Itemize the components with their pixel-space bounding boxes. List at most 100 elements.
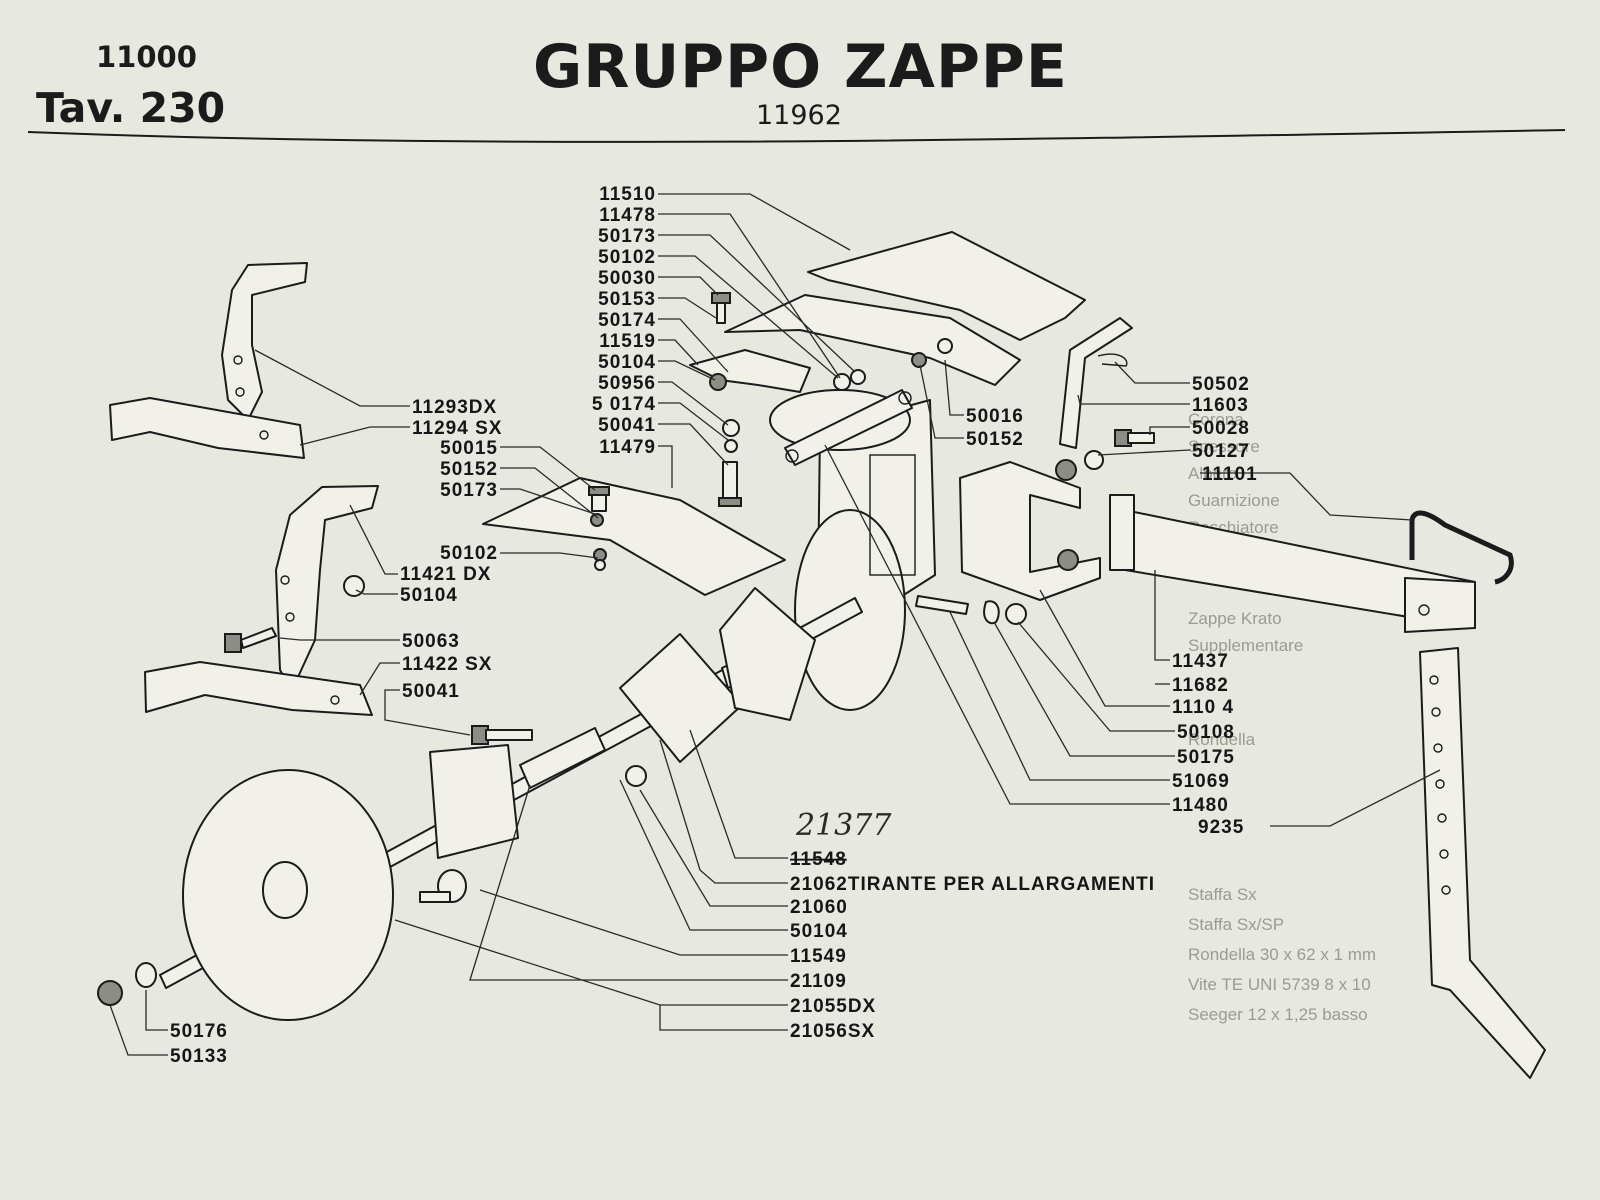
- callout-label: 50152: [966, 429, 1024, 450]
- callout-label: 11293DX: [412, 397, 497, 418]
- washer-part: [983, 600, 1000, 625]
- table-number: Tav. 230: [36, 84, 226, 132]
- callout-label: 50016: [966, 406, 1024, 427]
- hole-icon: [330, 695, 340, 705]
- handle-pin-part: [1059, 317, 1133, 449]
- nut-part: [1005, 603, 1027, 625]
- callout-label: 50015: [440, 438, 498, 459]
- callout-label: 11422 SX: [402, 654, 492, 675]
- callout-label: 50041: [402, 681, 460, 702]
- bolt-part: [224, 627, 277, 653]
- callout-label: 11101: [1202, 464, 1258, 485]
- tube-socket-part: [1404, 577, 1476, 633]
- tine-holes: [1429, 675, 1451, 895]
- hoe-blade-part: [144, 661, 373, 716]
- tube-collar-part: [1109, 494, 1135, 571]
- callout-label: 11519: [599, 331, 656, 352]
- page-subtitle: 11962: [756, 100, 842, 131]
- callout-label: 50102: [440, 543, 498, 564]
- hole-icon: [785, 449, 799, 463]
- callout-label: 50175: [1177, 747, 1235, 768]
- washer-part: [135, 962, 157, 988]
- bleed-text: Guarnizione: [1188, 491, 1280, 510]
- callout-label: 11437: [1172, 651, 1229, 672]
- bleed-text: Rondella: [1188, 730, 1256, 749]
- handwritten-note: 21377: [796, 808, 892, 843]
- bleed-text: Staffa Sx/SP: [1188, 915, 1284, 934]
- bolt-part: [718, 461, 742, 507]
- hoe-blade-part: [109, 397, 305, 459]
- nut-part: [97, 980, 123, 1006]
- callout-label: 1110 4: [1172, 697, 1234, 718]
- bleed-text: Corona: [1188, 410, 1244, 429]
- callout-label: 50173: [598, 226, 656, 247]
- hole-icon: [233, 355, 243, 365]
- spring-pin-part: [1409, 510, 1514, 585]
- washer-part: [850, 369, 866, 385]
- plate-part: [482, 477, 786, 596]
- callout-label: 50028: [1192, 418, 1250, 439]
- bleed-text: Seeger 12 x 1,25 basso: [1188, 1005, 1368, 1024]
- parts: [97, 231, 1546, 1079]
- square-tube-part: [519, 727, 606, 789]
- frame-part: [959, 461, 1101, 601]
- group-code: 11000: [96, 40, 197, 74]
- callout-label: 21056SX: [790, 1021, 875, 1042]
- callout-labels: 11510 11478 50173 50102 50030 50153 5017…: [170, 184, 1258, 1067]
- top-plate-part: [807, 231, 1086, 341]
- callout-label: 51069: [1172, 771, 1230, 792]
- callout-label: 50104: [400, 585, 458, 606]
- callout-label: 50104: [790, 921, 848, 942]
- tine-part: [1419, 647, 1546, 1079]
- callout-label: 21062TIRANTE PER ALLARGAMENTI: [790, 874, 1155, 895]
- flange-plate-part: [429, 744, 519, 859]
- nut-part: [625, 765, 647, 787]
- hole-icon: [280, 575, 290, 585]
- callout-label: 50153: [598, 289, 656, 310]
- bleed-text: Spessore: [1188, 437, 1260, 456]
- bolt-part: [711, 292, 731, 324]
- callout-label: 11479: [599, 437, 656, 458]
- disc-hub-part: [262, 861, 308, 919]
- washer-part: [594, 559, 606, 571]
- callout-label: 50108: [1177, 722, 1235, 743]
- callout-label: 21109: [790, 971, 847, 992]
- callout-label: 50030: [598, 268, 656, 289]
- callout-label: 11510: [599, 184, 656, 205]
- hole-icon: [898, 391, 912, 405]
- washer-part: [724, 439, 738, 453]
- header-rule: [27, 129, 1566, 143]
- nut-part: [590, 513, 604, 527]
- bleed-text: Supplementare: [1188, 636, 1303, 655]
- callout-label: 50956: [598, 373, 656, 394]
- callout-label: 9235: [1198, 817, 1244, 838]
- callout-label: 50102: [598, 247, 656, 268]
- callout-label: 21055DX: [790, 996, 876, 1017]
- bleed-text: Staffa Sx: [1188, 885, 1257, 904]
- leader-lines: [109, 193, 1441, 1056]
- callout-label: 50063: [402, 631, 460, 652]
- stud-part: [915, 595, 969, 615]
- callout-label: 5 0174: [592, 394, 656, 415]
- callout-label: 21060: [790, 897, 848, 918]
- callout-label: 50041: [598, 415, 656, 436]
- bushing-part: [1055, 459, 1077, 481]
- nut-part: [709, 373, 727, 391]
- nut-part: [937, 338, 953, 354]
- callout-label: 11421 DX: [400, 564, 491, 585]
- bolt-part: [471, 725, 533, 745]
- callout-label: 11682: [1172, 675, 1229, 696]
- bolt-part: [1114, 429, 1155, 447]
- bleed-text: Rondella 30 x 62 x 1 mm: [1188, 945, 1376, 964]
- callout-label: 50127: [1192, 441, 1250, 462]
- flange-plate-part: [719, 587, 816, 721]
- bleed-text: Zappe Krato: [1188, 609, 1282, 628]
- callout-label: 11294 SX: [412, 418, 502, 439]
- callout-label: 50502: [1192, 374, 1250, 395]
- callout-label: 50173: [440, 480, 498, 501]
- hole-icon: [235, 387, 245, 397]
- r-clip-part: [1097, 353, 1128, 367]
- link-arm-part: [784, 389, 913, 466]
